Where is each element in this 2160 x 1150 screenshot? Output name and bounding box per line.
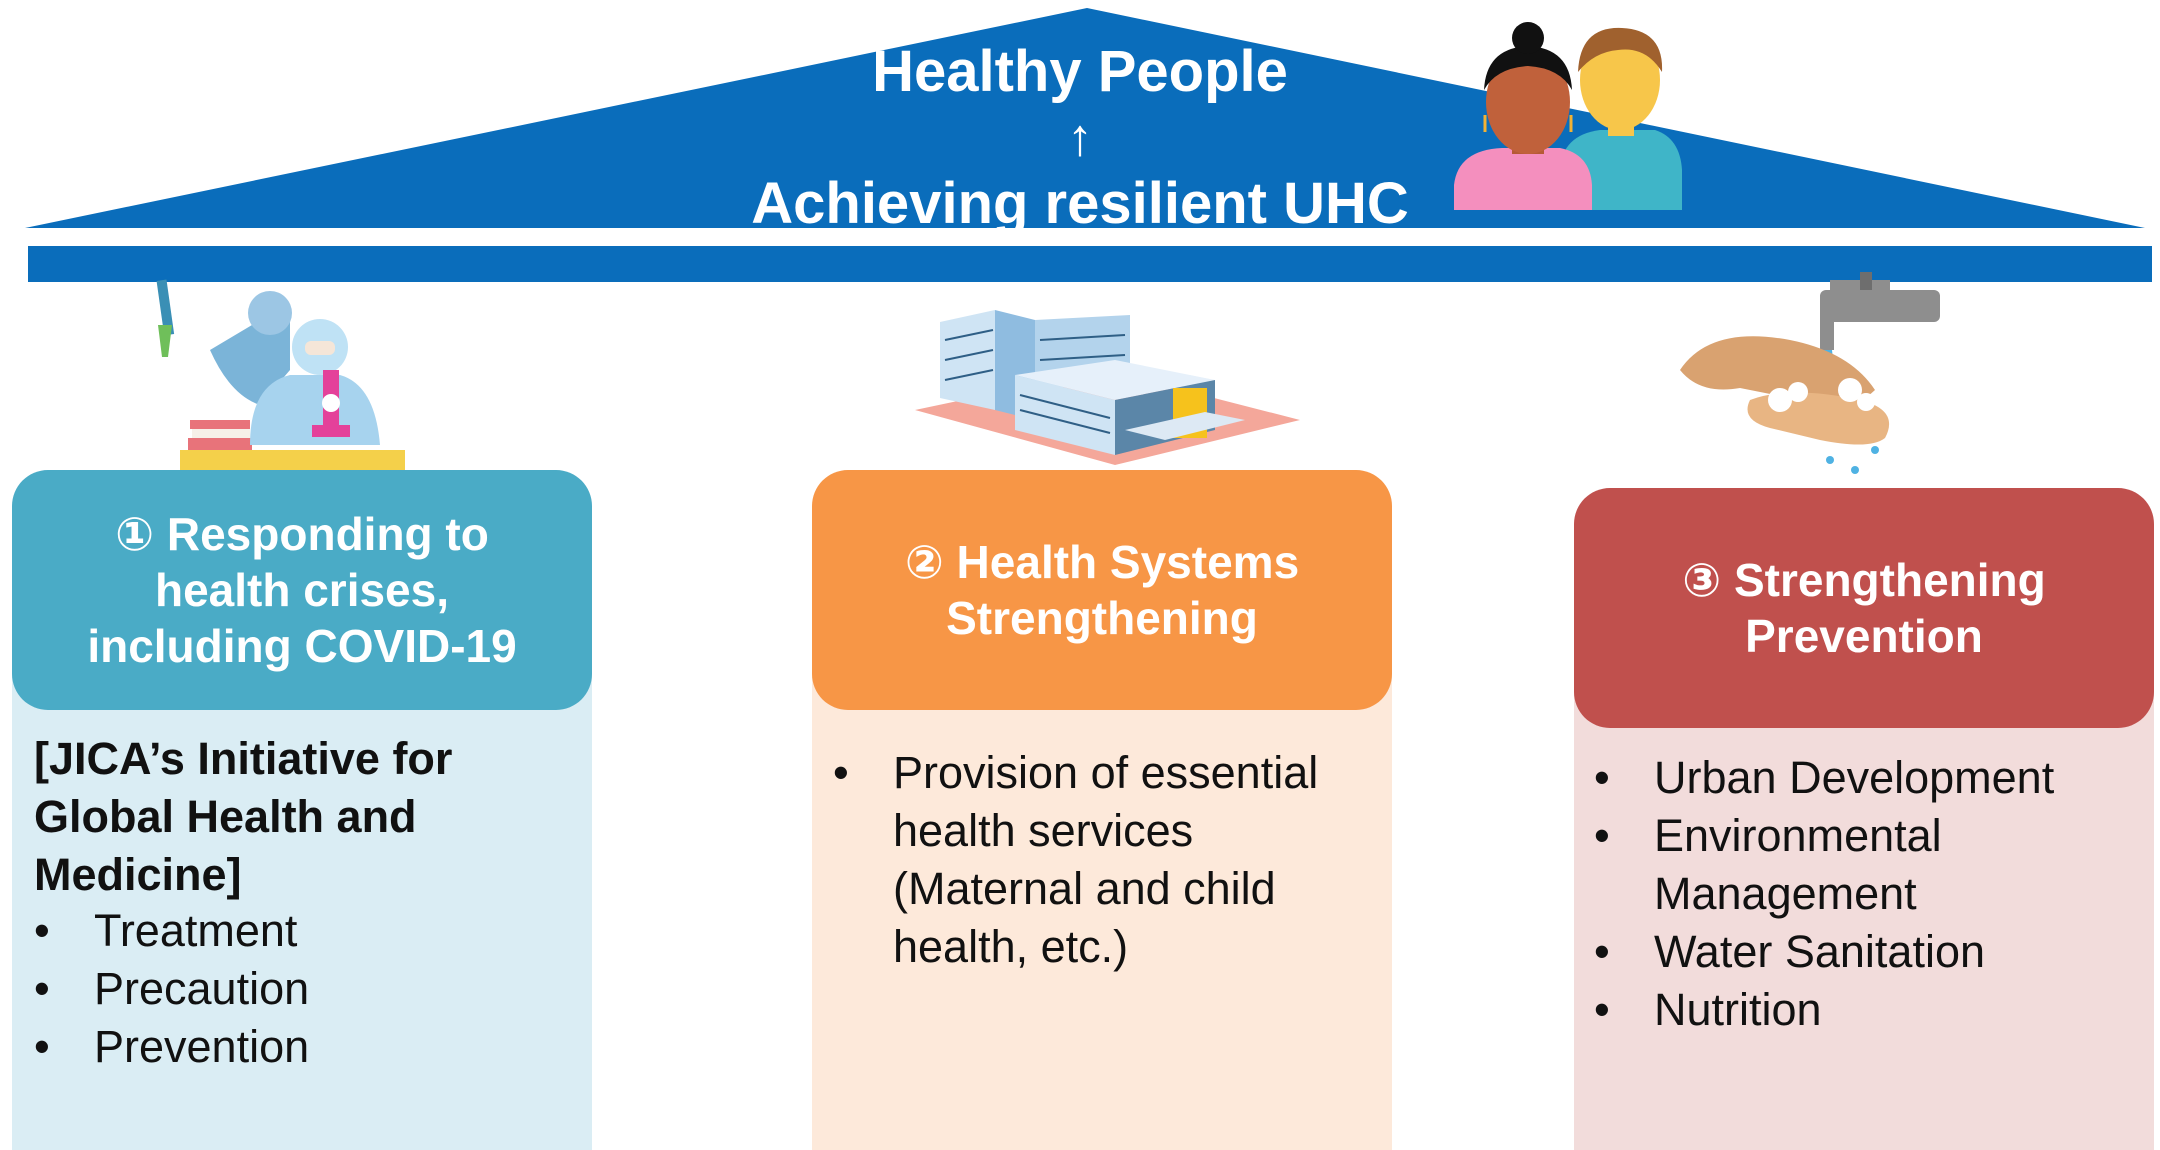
- pillar-2-list: Provision of essential health services (…: [833, 744, 1353, 976]
- list-item: Water Sanitation: [1594, 923, 2134, 981]
- pillar-1-subheading: [JICA’s Initiative for Global Health and…: [34, 733, 453, 900]
- list-item: Precaution: [34, 960, 574, 1018]
- pillar-3-title-line: ③ Strengthening: [1682, 554, 2046, 606]
- pillar-1-list: Treatment Precaution Prevention: [34, 902, 574, 1076]
- list-item: Provision of essential health services (…: [833, 744, 1353, 976]
- list-item: Environmental Management: [1594, 807, 2134, 923]
- pillar-2-title-line: ② Health Systems: [904, 536, 1300, 588]
- list-item: Prevention: [34, 1018, 574, 1076]
- people-icon: [1454, 22, 1682, 210]
- hospital-building-icon: [915, 310, 1300, 465]
- pillar-1-title-line: ① Responding to: [115, 508, 489, 560]
- pillar-2-title-line: Strengthening: [946, 592, 1258, 644]
- list-item: Nutrition: [1594, 981, 2134, 1039]
- pillar-1-title-line: health crises,: [154, 564, 450, 616]
- up-arrow: ↑: [1067, 109, 1093, 167]
- pillar-3-title-line: Prevention: [1745, 610, 1983, 662]
- lab-researchers-icon: [156, 279, 405, 470]
- roof-subtitle: Achieving resilient UHC: [751, 171, 1409, 236]
- hand-washing-icon: [1680, 272, 1940, 474]
- roof-title: Healthy People: [872, 39, 1288, 104]
- pillar-2-header: ② Health Systems Strengthening: [812, 470, 1392, 710]
- pillar-1-title-line: including COVID-19: [87, 620, 517, 672]
- roof-beam: [28, 246, 2152, 282]
- list-item: Urban Development: [1594, 749, 2134, 807]
- pillar-3-list: Urban Development Environmental Manageme…: [1594, 749, 2134, 1039]
- list-item: Treatment: [34, 902, 574, 960]
- pillar-3-header: ③ Strengthening Prevention: [1574, 488, 2154, 728]
- pillar-1-header: ① Responding to health crises, including…: [12, 470, 592, 710]
